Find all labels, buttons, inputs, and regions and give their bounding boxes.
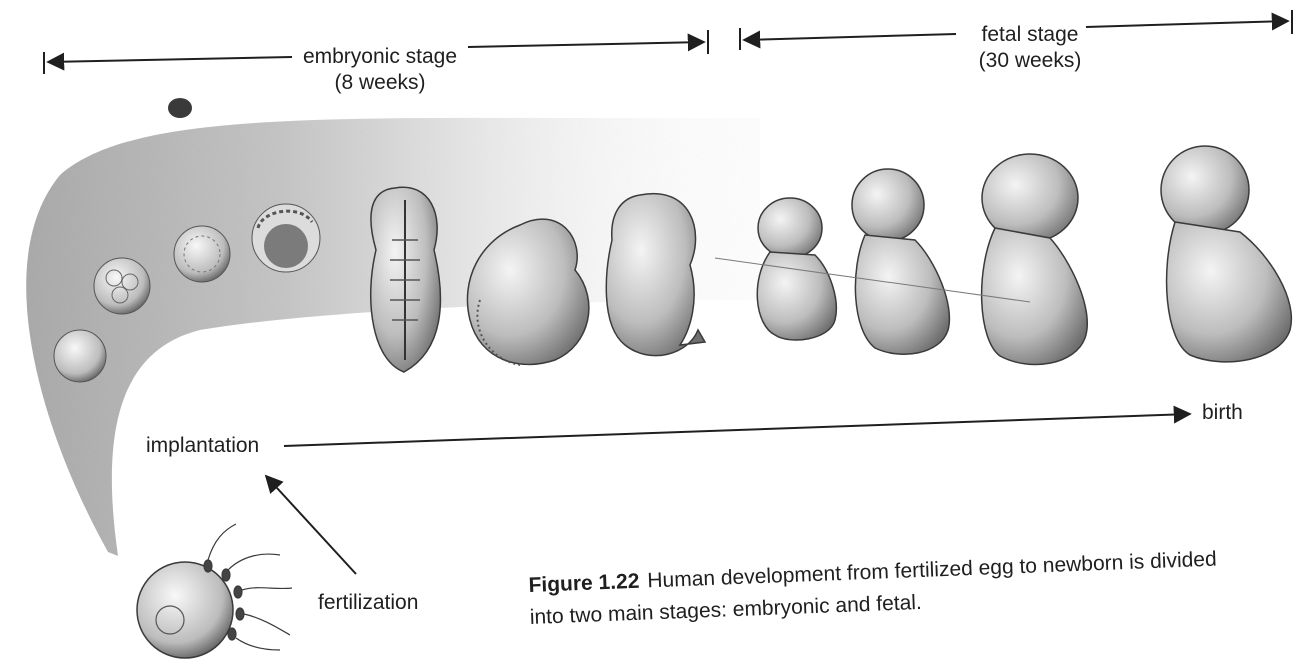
fetus-at-birth <box>1161 146 1291 362</box>
timeline-arrow <box>284 414 1190 446</box>
fetal-stage-duration: (30 weeks) <box>950 48 1110 74</box>
embryonic-arrow-right <box>468 42 704 47</box>
early-embryo <box>371 187 441 372</box>
fetus-week-24 <box>982 154 1088 364</box>
embryonic-stage-label: embryonic stage (8 weeks) <box>280 44 480 96</box>
embryo-week-8 <box>606 194 705 356</box>
zygote-cell <box>54 330 106 382</box>
fertilized-egg <box>137 524 292 658</box>
fetus-week-16 <box>852 169 949 354</box>
fetal-arrow-right <box>1086 21 1288 27</box>
fertilization-label: fertilization <box>318 590 418 616</box>
implantation-label: implantation <box>146 433 259 459</box>
implanting-blastocyst <box>252 204 320 272</box>
fertilization-arrow <box>266 476 356 574</box>
blastocyst-cell <box>174 226 230 282</box>
fetal-arrow-left <box>744 34 956 40</box>
embryonic-stage-duration: (8 weeks) <box>280 70 480 96</box>
embryonic-stage-name: embryonic stage <box>280 44 480 70</box>
figure-number: Figure 1.22 <box>528 570 640 597</box>
embryonic-arrow-left <box>48 57 292 62</box>
birth-label: birth <box>1202 400 1243 426</box>
morula-cell <box>94 258 150 314</box>
fetal-stage-label: fetal stage (30 weeks) <box>950 22 1110 74</box>
ovum-blob <box>168 98 192 118</box>
fetal-stage-name: fetal stage <box>950 22 1110 48</box>
